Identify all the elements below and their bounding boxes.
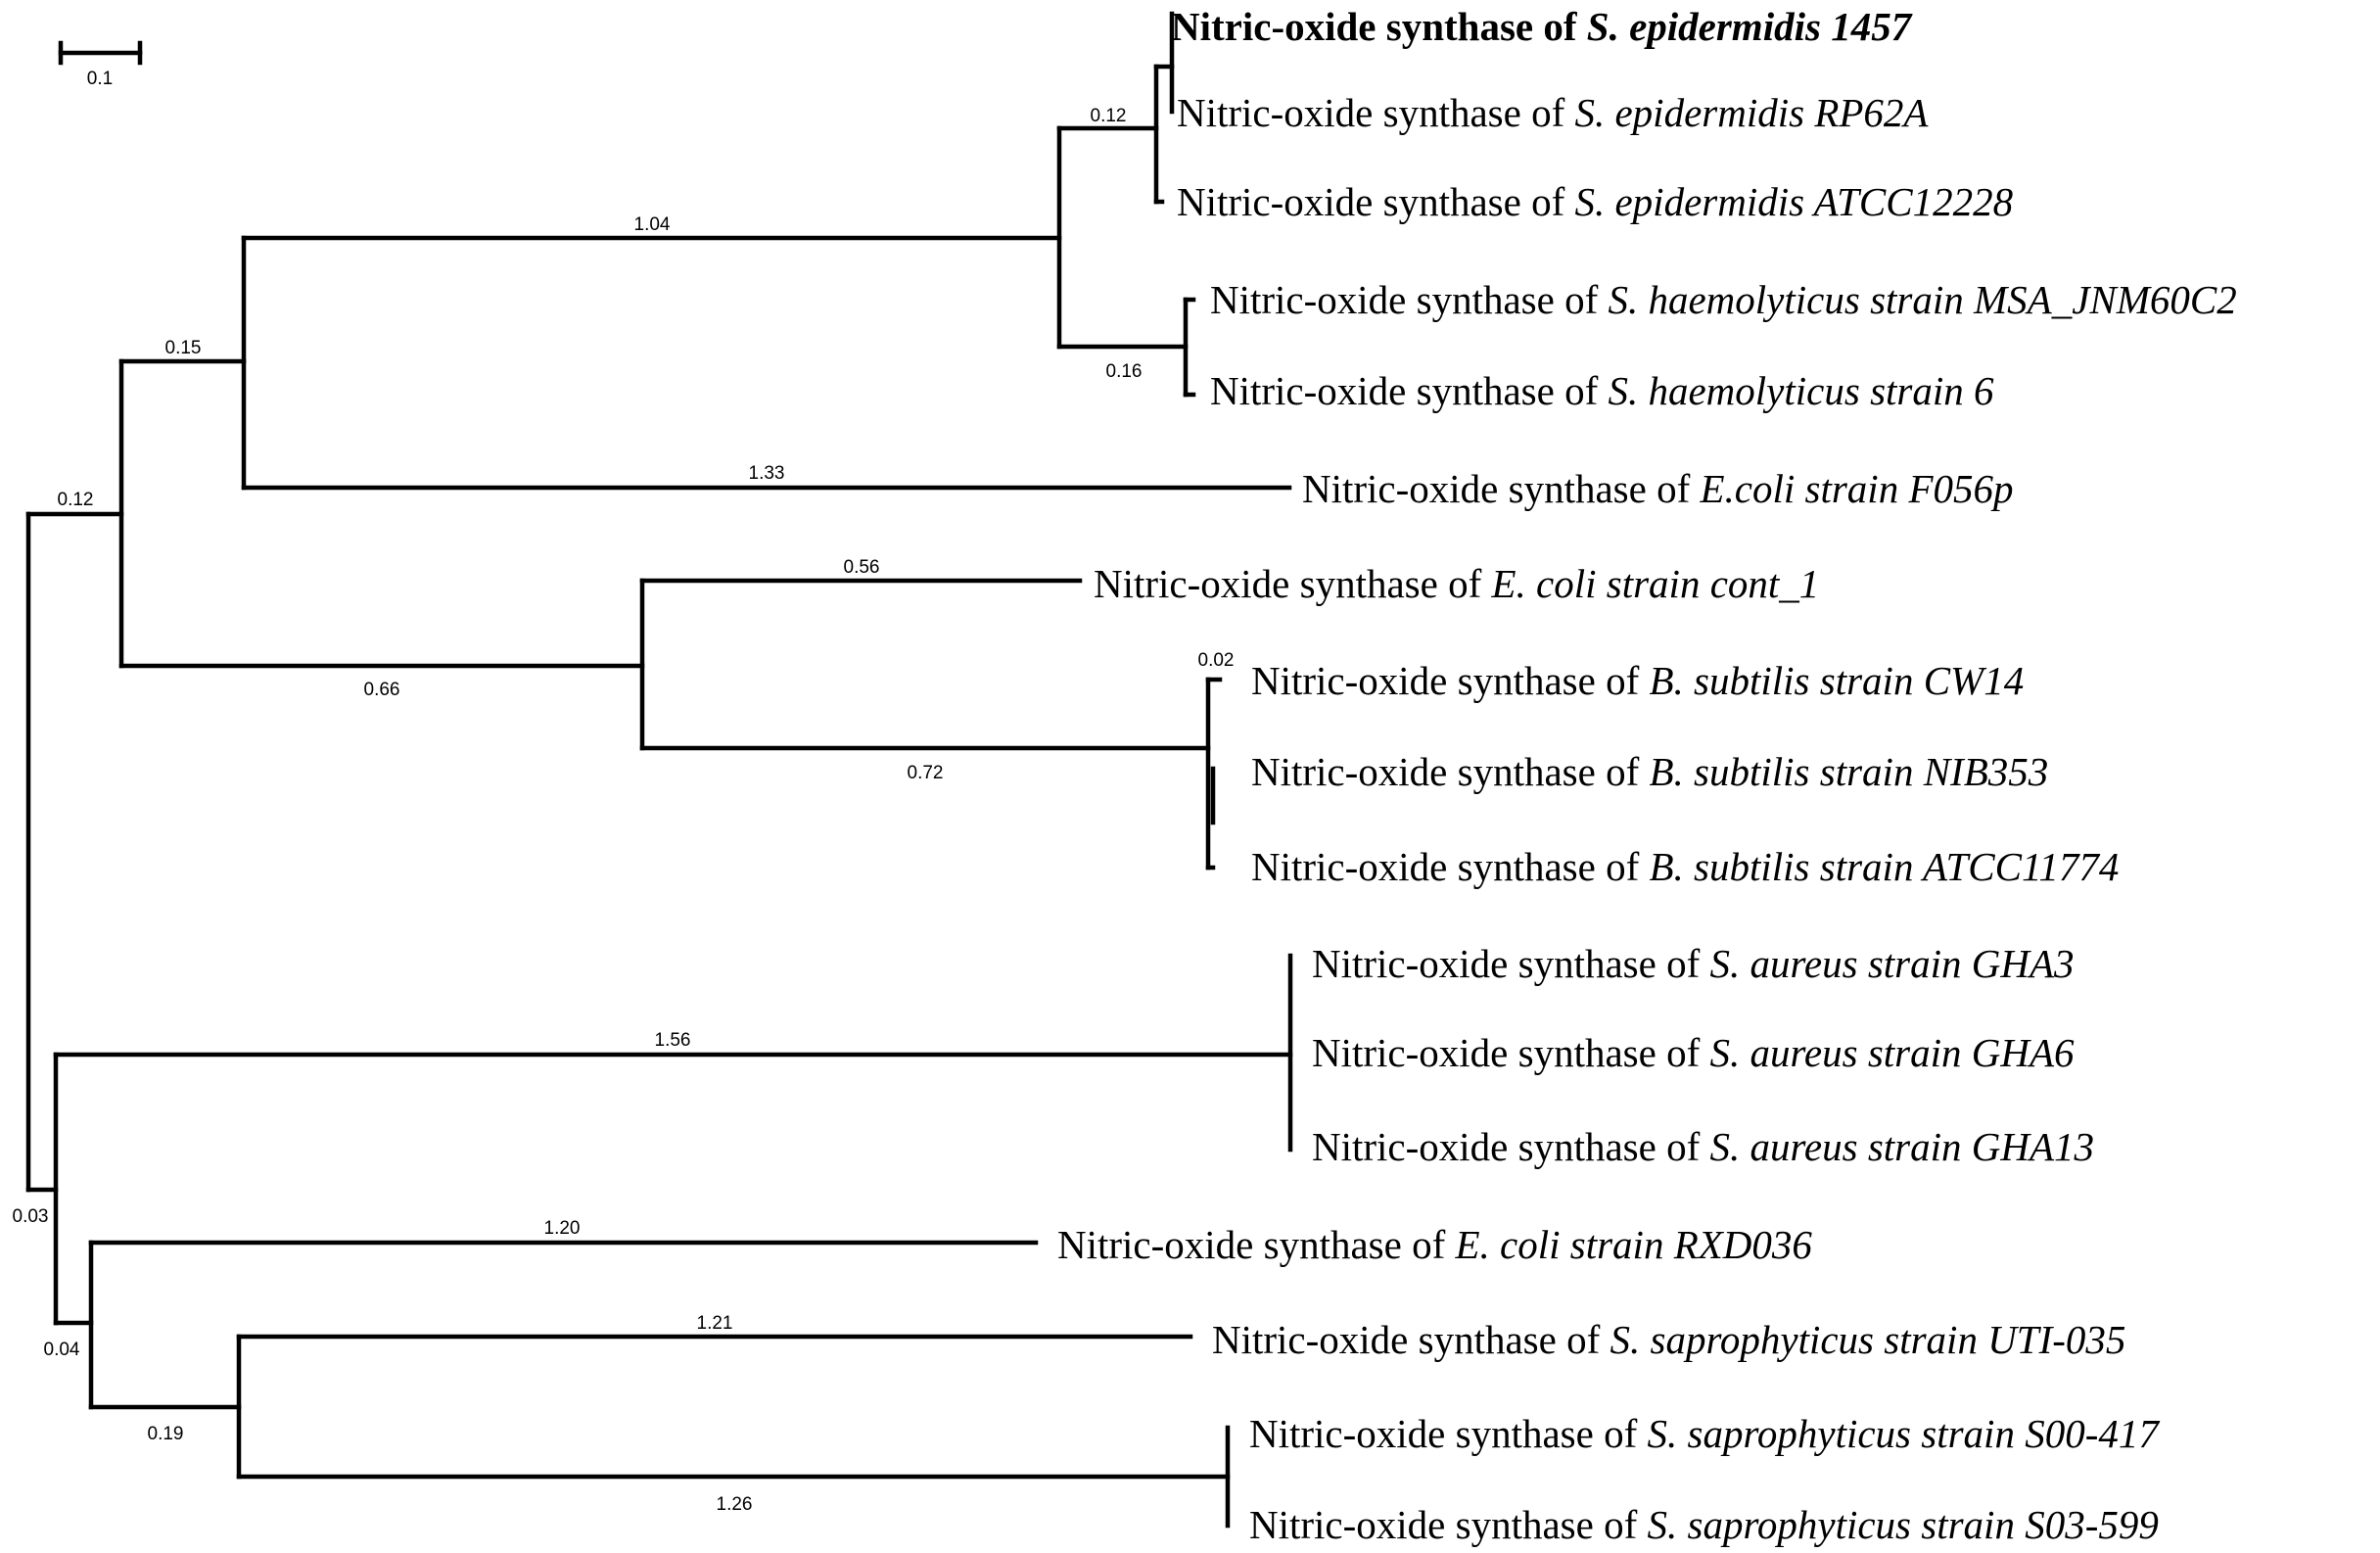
leaf-label: Nitric-oxide synthase of S. aureus strai… bbox=[1312, 941, 2075, 986]
leaf-species: B. subtilis strain ATCC11774 bbox=[1649, 844, 2119, 889]
leaf-prefix: Nitric-oxide synthase of bbox=[1177, 179, 1574, 224]
leaf-species: S. epidermidis ATCC12228 bbox=[1574, 179, 2013, 224]
leaf-label: Nitric-oxide synthase of S. aureus strai… bbox=[1312, 1030, 2075, 1075]
branch-length-b-epi-clade: 0.12 bbox=[1091, 106, 1127, 126]
branch-length-b-rxd036: 1.20 bbox=[544, 1218, 581, 1239]
branch-length-labels: 0.12 0.16 1.04 0.15 1.33 0.12 0.56 0.66 … bbox=[13, 106, 1235, 1515]
leaf-prefix: Nitric-oxide synthase of bbox=[1312, 1124, 1709, 1169]
leaf-label: Nitric-oxide synthase of S. epidermidis … bbox=[1177, 90, 1929, 135]
leaf-label: Nitric-oxide synthase of S. haemolyticus… bbox=[1210, 368, 1994, 413]
leaf-prefix: Nitric-oxide synthase of bbox=[1057, 1222, 1455, 1267]
leaf-prefix: Nitric-oxide synthase of bbox=[1212, 1317, 1610, 1362]
leaf-label: Nitric-oxide synthase of S. epidermidis … bbox=[1171, 4, 1913, 49]
leaf-prefix: Nitric-oxide synthase of bbox=[1249, 1411, 1647, 1456]
leaf-species: S. saprophyticus strain S00-417 bbox=[1647, 1411, 2160, 1456]
leaf-species: S. aureus strain GHA6 bbox=[1709, 1030, 2075, 1075]
leaf-prefix: Nitric-oxide synthase of bbox=[1251, 658, 1649, 703]
branch-length-b-haem-clade: 0.16 bbox=[1106, 361, 1143, 382]
leaf-labels: Nitric-oxide synthase of S. epidermidis … bbox=[1057, 4, 2237, 1547]
leaf-species: S. haemolyticus strain 6 bbox=[1608, 368, 1994, 413]
leaf-prefix: Nitric-oxide synthase of bbox=[1251, 844, 1649, 889]
leaf-label: Nitric-oxide synthase of E.coli strain F… bbox=[1302, 466, 2014, 511]
leaf-prefix: Nitric-oxide synthase of bbox=[1249, 1502, 1647, 1547]
leaf-label: Nitric-oxide synthase of S. aureus strai… bbox=[1312, 1124, 2094, 1169]
leaf-label: Nitric-oxide synthase of S. epidermidis … bbox=[1177, 179, 2014, 224]
leaf-label: Nitric-oxide synthase of B. subtilis str… bbox=[1251, 749, 2048, 794]
scale-bar: 0.1 bbox=[58, 40, 143, 89]
branch-length-b-sapro-pair: 1.26 bbox=[717, 1494, 753, 1515]
leaf-prefix: Nitric-oxide synthase of bbox=[1251, 749, 1649, 794]
branch-length-b-ecoli-bsub: 0.66 bbox=[364, 680, 400, 700]
leaf-species: S. epidermidis RP62A bbox=[1574, 90, 1929, 135]
leaf-species: S. aureus strain GHA3 bbox=[1709, 941, 2074, 986]
tree-branches bbox=[25, 11, 1293, 1529]
leaf-prefix: Nitric-oxide synthase of bbox=[1177, 90, 1574, 135]
branch-length-b-staph-clade: 1.04 bbox=[634, 214, 671, 235]
leaf-label: Nitric-oxide synthase of B. subtilis str… bbox=[1251, 658, 2024, 703]
scale-bar-label: 0.1 bbox=[87, 69, 113, 89]
leaf-label: Nitric-oxide synthase of S. haemolyticus… bbox=[1210, 277, 2237, 322]
branch-length-b-bsub-clade: 0.72 bbox=[908, 763, 944, 783]
leaf-species: S. saprophyticus strain UTI-035 bbox=[1610, 1317, 2125, 1362]
branch-length-b-lower: 0.04 bbox=[44, 1340, 80, 1360]
branch-length-b-bsub-inner: 0.02 bbox=[1198, 650, 1235, 671]
leaf-label: Nitric-oxide synthase of B. subtilis str… bbox=[1251, 844, 2119, 889]
leaf-label: Nitric-oxide synthase of S. saprophyticu… bbox=[1212, 1317, 2125, 1362]
leaf-prefix: Nitric-oxide synthase of bbox=[1210, 277, 1608, 322]
branch-length-b-upper: 0.12 bbox=[58, 490, 94, 510]
leaf-species: S. epidermidis 1457 bbox=[1587, 4, 1913, 49]
leaf-species: S. saprophyticus strain S03-599 bbox=[1647, 1502, 2158, 1547]
leaf-species: E.coli strain F056p bbox=[1699, 466, 2013, 511]
leaf-label: Nitric-oxide synthase of E. coli strain … bbox=[1057, 1222, 1812, 1267]
leaf-species: B. subtilis strain CW14 bbox=[1649, 658, 2024, 703]
leaf-prefix: Nitric-oxide synthase of bbox=[1094, 561, 1491, 606]
leaf-species: E. coli strain cont_1 bbox=[1490, 561, 1819, 606]
leaf-prefix: Nitric-oxide synthase of bbox=[1210, 368, 1608, 413]
leaf-prefix: Nitric-oxide synthase of bbox=[1171, 4, 1587, 49]
branch-length-b-cont1: 0.56 bbox=[844, 557, 880, 578]
branch-length-b-f056p: 1.33 bbox=[749, 463, 785, 484]
leaf-species: S. haemolyticus strain MSA_JNM60C2 bbox=[1608, 277, 2236, 322]
branch-length-b-uti035: 1.21 bbox=[697, 1313, 733, 1334]
branch-length-b-staph-ecoli: 0.15 bbox=[165, 338, 202, 358]
leaf-species: E. coli strain RXD036 bbox=[1454, 1222, 1812, 1267]
branch-length-b-root: 0.03 bbox=[13, 1206, 49, 1227]
leaf-prefix: Nitric-oxide synthase of bbox=[1312, 1030, 1709, 1075]
branch-length-b-aureus: 1.56 bbox=[655, 1030, 691, 1051]
leaf-species: B. subtilis strain NIB353 bbox=[1649, 749, 2048, 794]
leaf-label: Nitric-oxide synthase of S. saprophyticu… bbox=[1249, 1502, 2159, 1547]
leaf-species: S. aureus strain GHA13 bbox=[1709, 1124, 2094, 1169]
leaf-prefix: Nitric-oxide synthase of bbox=[1302, 466, 1700, 511]
leaf-label: Nitric-oxide synthase of S. saprophyticu… bbox=[1249, 1411, 2160, 1456]
branch-length-b-sapro-clade: 0.19 bbox=[148, 1424, 184, 1444]
leaf-label: Nitric-oxide synthase of E. coli strain … bbox=[1094, 561, 1819, 606]
leaf-prefix: Nitric-oxide synthase of bbox=[1312, 941, 1709, 986]
